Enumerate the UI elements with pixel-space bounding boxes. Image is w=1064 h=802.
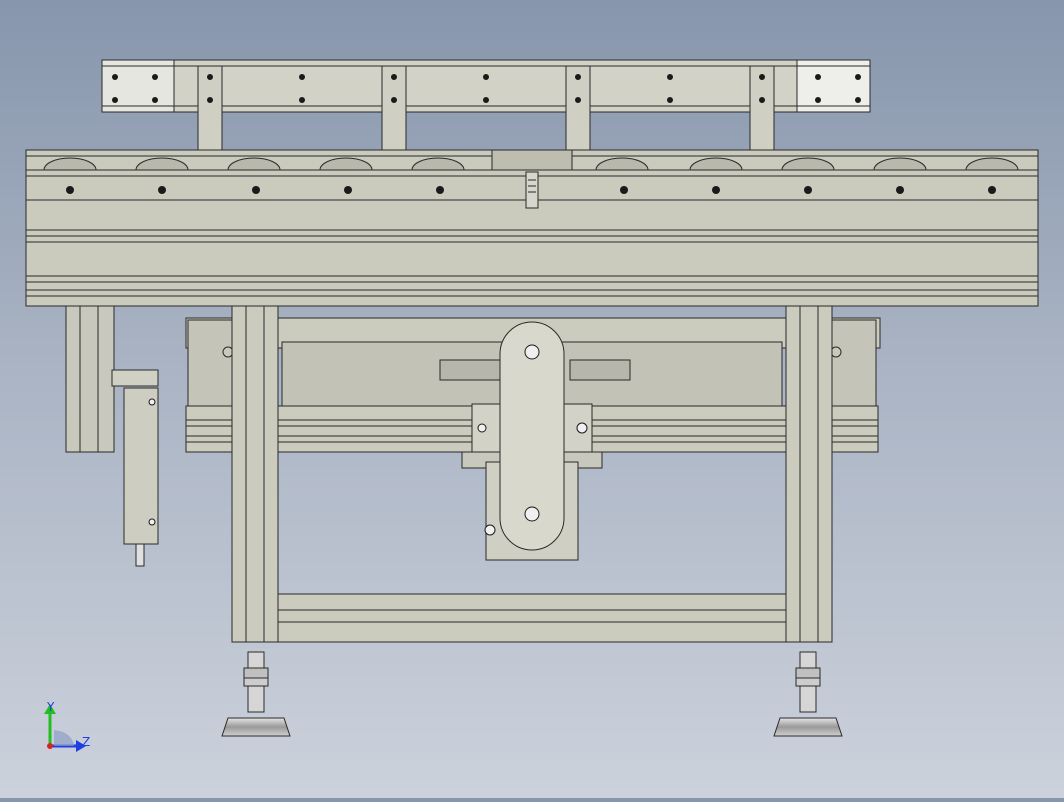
left-guide-column [65, 305, 115, 453]
beam-bolts [66, 186, 996, 194]
left-actuator [111, 369, 159, 567]
drive-belt-link [499, 321, 565, 551]
y-axis-label: Y [46, 700, 55, 714]
left-leg [231, 305, 279, 643]
left-leveling-foot [221, 651, 291, 737]
side-motor-brackets [187, 319, 877, 407]
right-leveling-foot [773, 651, 843, 737]
lower-cross-bar [277, 593, 787, 643]
top-mounting-bar [101, 59, 871, 113]
center-clamp [525, 171, 539, 209]
z-axis-label: Z [82, 735, 90, 749]
drive-link-pivots [148, 344, 588, 536]
right-leg [785, 305, 833, 643]
conveyor-rollers [43, 157, 1019, 171]
top-bar-bolt-holes [112, 74, 861, 103]
axis-triad: Y Z [44, 700, 90, 752]
fasteners [66, 74, 996, 536]
